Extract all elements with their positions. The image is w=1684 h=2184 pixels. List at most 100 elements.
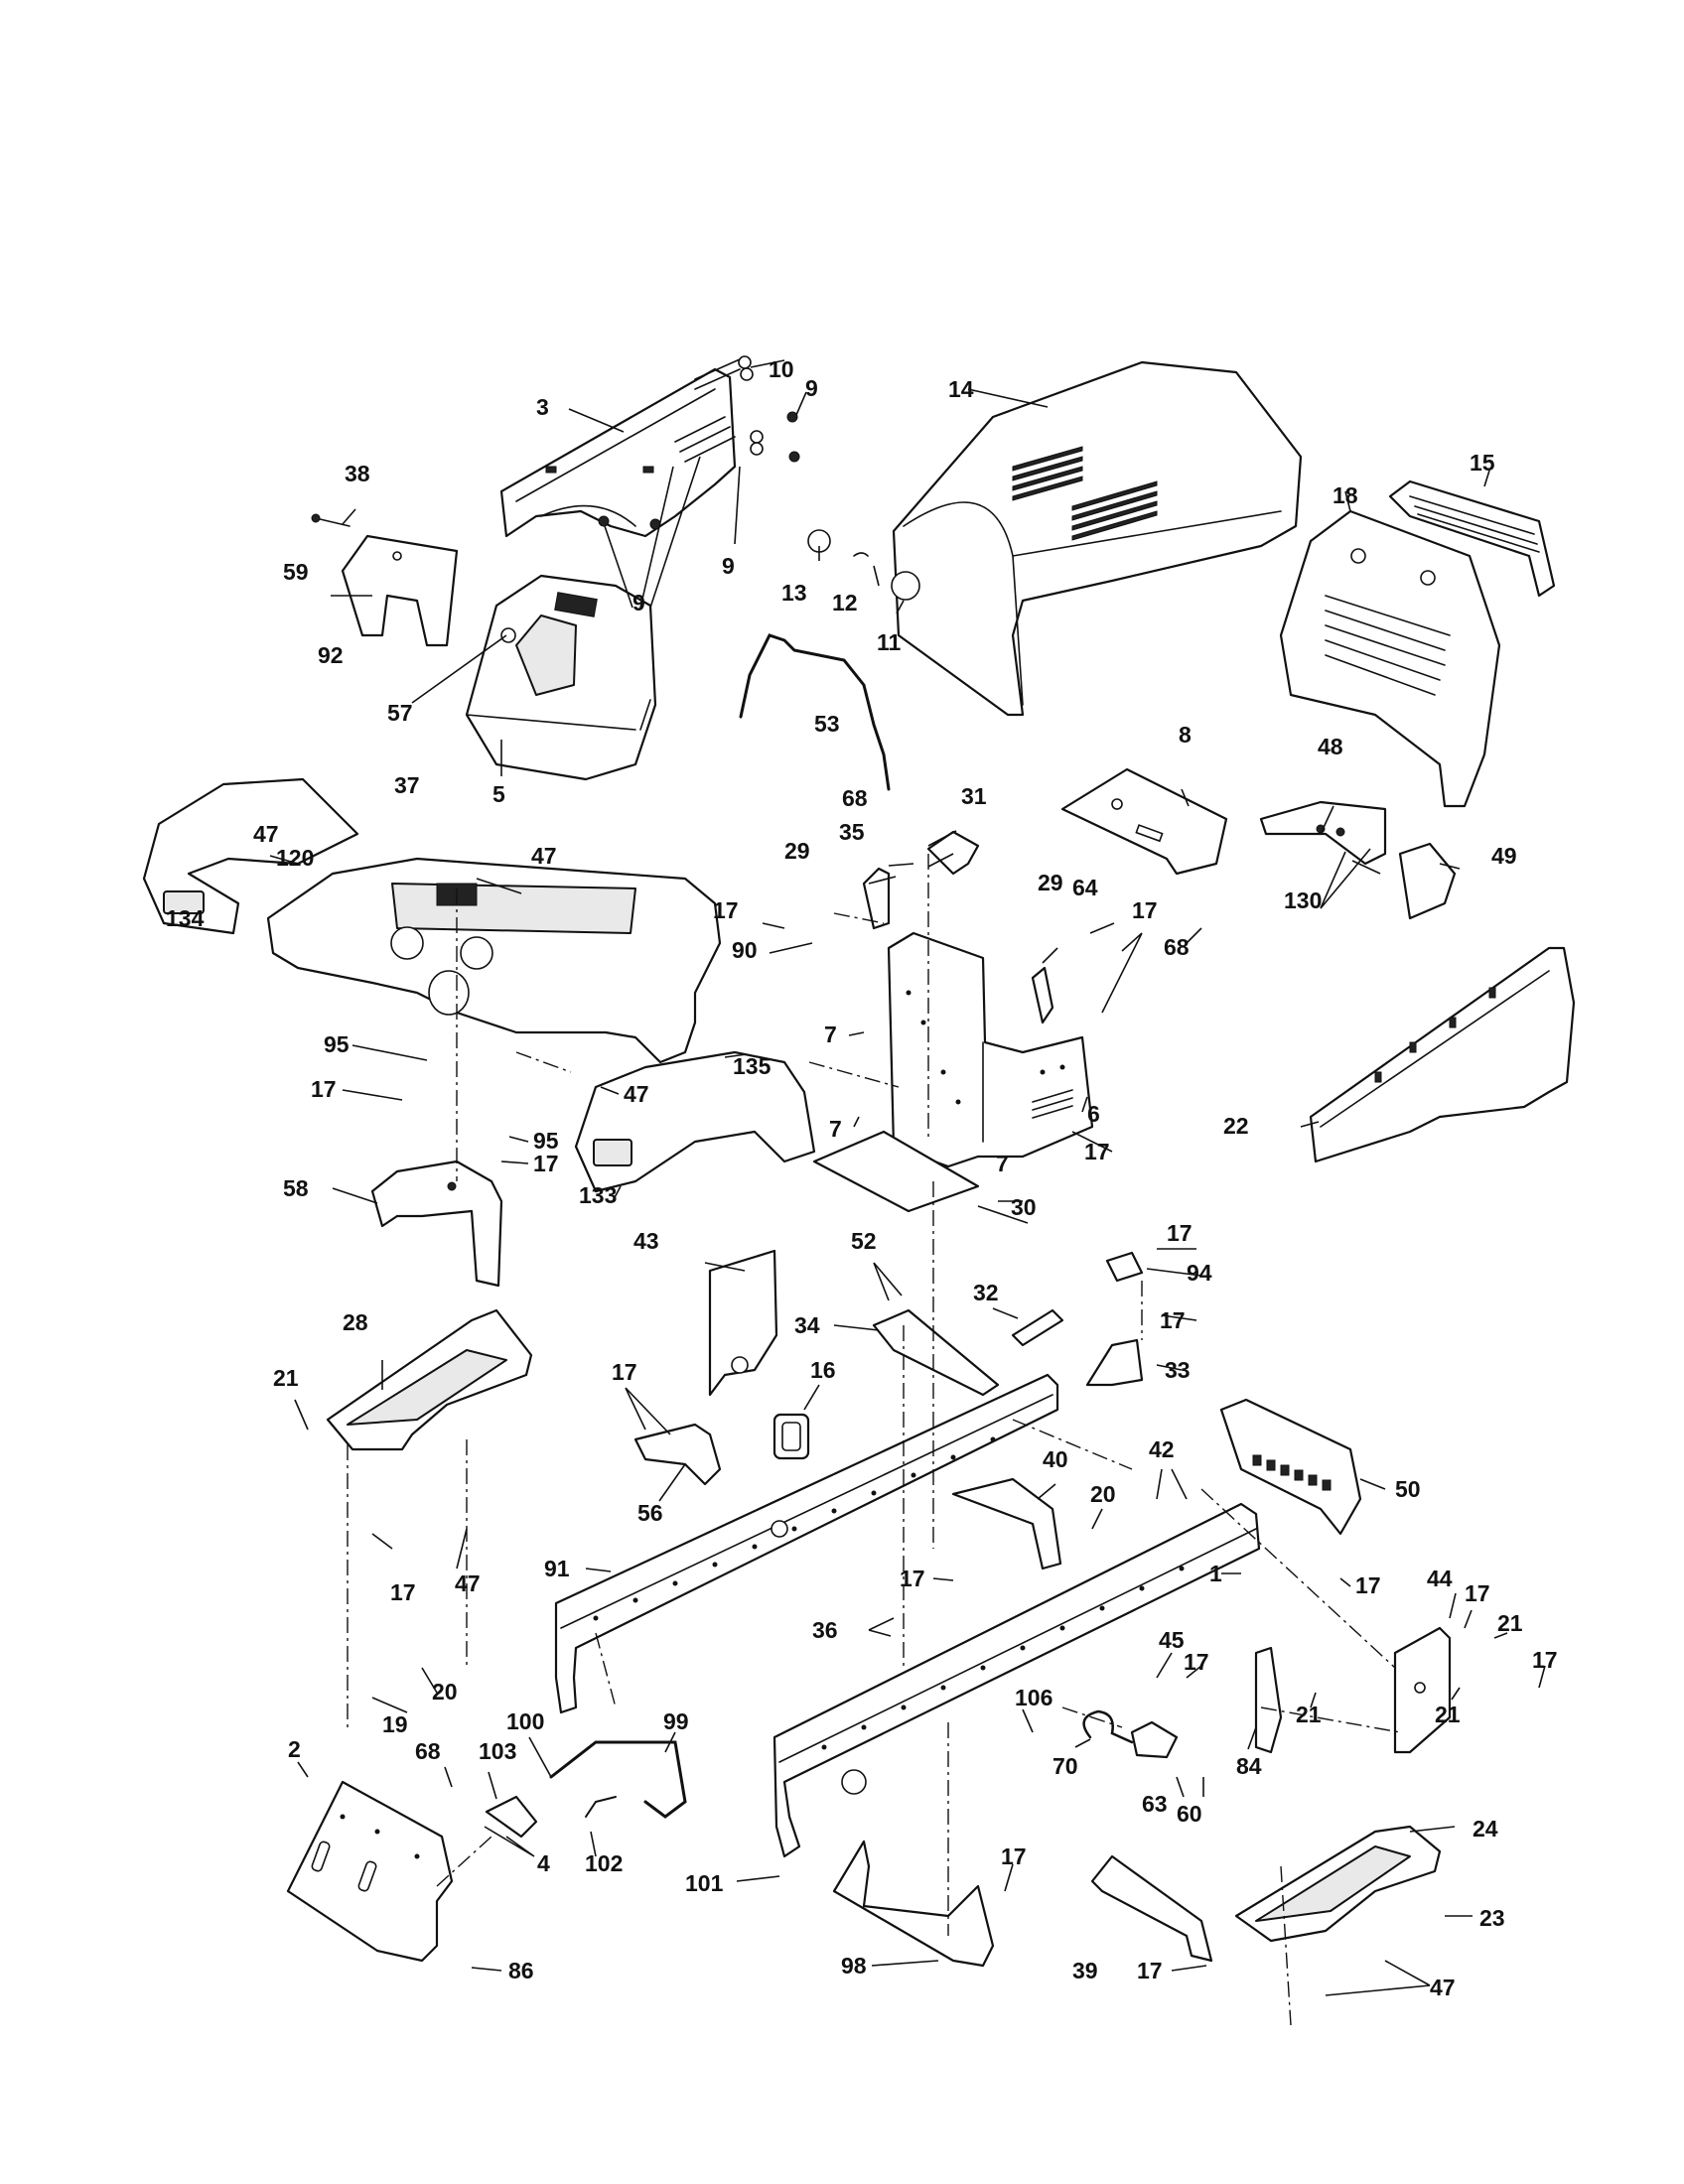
part-45-hitch bbox=[1130, 1720, 1179, 1759]
part-1-frame-rail bbox=[772, 1502, 1261, 1858]
callout-label: 17 bbox=[1167, 1220, 1193, 1246]
callout-label: 53 bbox=[814, 711, 840, 737]
part-22-shroud bbox=[1309, 946, 1576, 1163]
callout-label: 90 bbox=[732, 937, 758, 963]
callout-label: 8 bbox=[1179, 722, 1192, 748]
callout-label: 6 bbox=[1087, 1101, 1100, 1127]
callout-label: 24 bbox=[1473, 1816, 1498, 1842]
callout-label: 134 bbox=[166, 905, 205, 931]
callout-label: 50 bbox=[1395, 1476, 1421, 1502]
callout-label: 47 bbox=[253, 821, 279, 847]
callout-label: 32 bbox=[973, 1280, 999, 1305]
callout-label: 3 bbox=[536, 394, 549, 420]
callout-label: 17 bbox=[1001, 1843, 1027, 1869]
callout-label: 42 bbox=[1149, 1436, 1175, 1462]
callout-label: 7 bbox=[996, 1151, 1009, 1176]
part-53-wire bbox=[739, 633, 891, 791]
callout-label: 49 bbox=[1491, 843, 1517, 869]
callout-label: 17 bbox=[1532, 1647, 1558, 1673]
callout-label: 99 bbox=[663, 1708, 689, 1734]
callout-leaders bbox=[269, 359, 1546, 1996]
callout-label: 36 bbox=[812, 1617, 838, 1643]
part-99-lever bbox=[549, 1740, 687, 1819]
callout-label: 106 bbox=[1015, 1685, 1052, 1710]
part-34-bracket bbox=[872, 1308, 1000, 1397]
callout-label: 43 bbox=[633, 1228, 659, 1254]
callout-label: 94 bbox=[1187, 1260, 1212, 1286]
callout-label: 135 bbox=[733, 1053, 772, 1079]
callout-label: 31 bbox=[961, 783, 987, 809]
callout-label: 68 bbox=[415, 1738, 441, 1764]
callout-label: 86 bbox=[508, 1958, 534, 1983]
part-39-bracket bbox=[1090, 1854, 1213, 1963]
part-37-body bbox=[266, 857, 722, 1064]
callout-label: 40 bbox=[1043, 1446, 1068, 1472]
callout-label: 17 bbox=[1184, 1649, 1209, 1675]
callout-label: 70 bbox=[1052, 1753, 1078, 1779]
callout-label: 28 bbox=[343, 1309, 368, 1335]
part-44-bracket bbox=[1393, 1626, 1452, 1754]
callout-label: 17 bbox=[1132, 897, 1158, 923]
callout-label: 2 bbox=[288, 1736, 301, 1762]
callout-label: 84 bbox=[1236, 1753, 1262, 1779]
callout-label: 12 bbox=[832, 590, 858, 615]
callout-label: 44 bbox=[1427, 1566, 1453, 1591]
callout-label: 56 bbox=[637, 1500, 663, 1526]
part-84-bracket bbox=[1254, 1646, 1283, 1754]
callout-label: 5 bbox=[492, 781, 505, 807]
callout-label: 120 bbox=[276, 845, 314, 871]
callout-label: 68 bbox=[842, 785, 868, 811]
part-15-grille-insert bbox=[1388, 479, 1556, 598]
callout-label: 64 bbox=[1072, 875, 1098, 900]
callout-label: 17 bbox=[311, 1076, 337, 1102]
callout-label: 60 bbox=[1177, 1801, 1202, 1827]
part-58-bracket bbox=[370, 1160, 503, 1288]
part-56-bracket bbox=[633, 1423, 722, 1486]
callout-label: 92 bbox=[318, 642, 344, 668]
callout-label: 17 bbox=[900, 1566, 925, 1591]
callout-label: 63 bbox=[1142, 1791, 1168, 1817]
part-28-footrest bbox=[326, 1308, 533, 1451]
part-18-grille bbox=[1279, 509, 1501, 808]
callout-label: 29 bbox=[1038, 870, 1063, 895]
callout-label: 21 bbox=[1296, 1702, 1322, 1727]
callout-label: 17 bbox=[713, 897, 739, 923]
part-30-plate bbox=[812, 1130, 980, 1213]
callout-label: 95 bbox=[324, 1031, 350, 1057]
callout-label: 17 bbox=[533, 1151, 559, 1176]
callout-label: 47 bbox=[624, 1081, 649, 1107]
part-16-grommet bbox=[772, 1413, 810, 1460]
callout-label: 13 bbox=[781, 580, 807, 606]
part-2-plate bbox=[286, 1780, 454, 1963]
hood-vents bbox=[1012, 446, 1158, 541]
callout-label: 39 bbox=[1072, 1958, 1098, 1983]
callout-label: 21 bbox=[1497, 1610, 1523, 1636]
callout-label: 30 bbox=[1011, 1194, 1037, 1220]
part-32-clip bbox=[1011, 1308, 1064, 1347]
callout-label: 47 bbox=[1430, 1975, 1456, 2000]
callout-label: 52 bbox=[851, 1228, 877, 1254]
callout-label: 59 bbox=[283, 559, 309, 585]
part-9-screws bbox=[598, 355, 800, 530]
callout-label: 22 bbox=[1223, 1113, 1249, 1139]
part-43-bracket bbox=[708, 1249, 778, 1397]
part-8-plate bbox=[1060, 767, 1228, 876]
part-40-bracket bbox=[951, 1477, 1062, 1570]
callout-label: 1 bbox=[1209, 1561, 1222, 1586]
callout-label: 19 bbox=[382, 1711, 408, 1737]
callout-label: 17 bbox=[390, 1579, 416, 1605]
callout-label: 21 bbox=[1435, 1702, 1461, 1727]
part-14-hood bbox=[892, 360, 1303, 717]
part-6-panel bbox=[887, 931, 1094, 1168]
callout-label: 23 bbox=[1479, 1905, 1505, 1931]
callout-label: 14 bbox=[948, 376, 974, 402]
callout-label: 37 bbox=[394, 772, 420, 798]
part-24-footrest bbox=[1234, 1825, 1442, 1943]
callout-label: 9 bbox=[722, 553, 735, 579]
part-33-bracket bbox=[1085, 1338, 1144, 1387]
part-49-bracket bbox=[1398, 842, 1457, 920]
hood-pivot-hardware bbox=[807, 529, 920, 601]
callout-label: 21 bbox=[273, 1365, 299, 1391]
callout-label: 20 bbox=[432, 1679, 458, 1705]
callout-label: 10 bbox=[769, 356, 794, 382]
